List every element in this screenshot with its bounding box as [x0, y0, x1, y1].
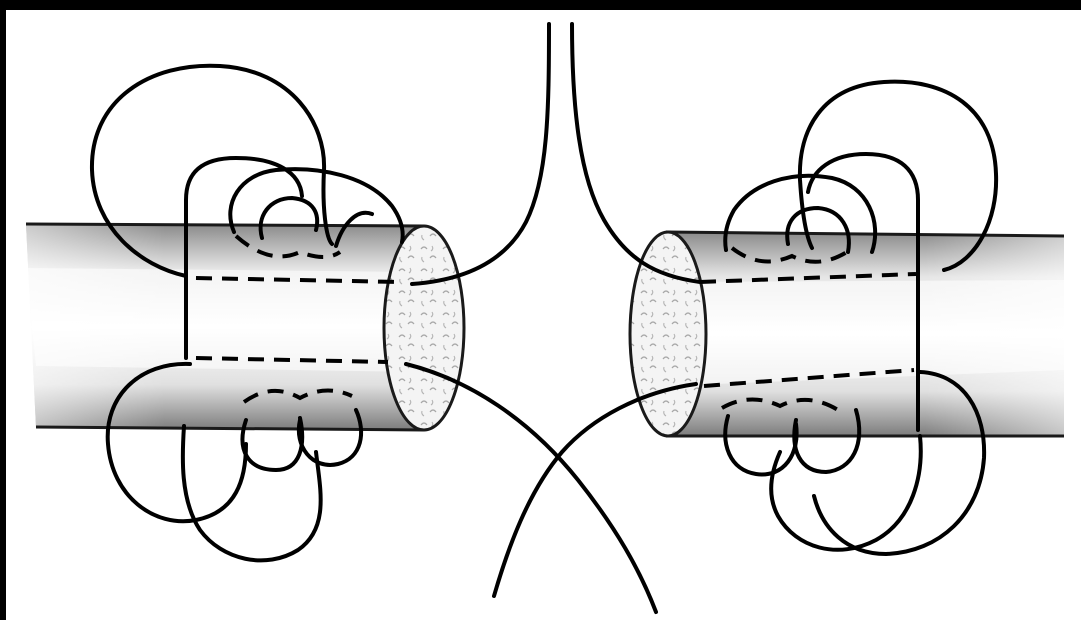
- left-tube-highlight: [26, 268, 424, 372]
- right-tube: [630, 232, 1064, 436]
- left-tube-end-face: [384, 226, 464, 430]
- knotted-tubes-diagram: [6, 10, 1081, 620]
- left-tube-top-edge: [26, 224, 424, 226]
- right-tube-highlight: [666, 280, 1064, 386]
- diagram-canvas: [6, 10, 1081, 620]
